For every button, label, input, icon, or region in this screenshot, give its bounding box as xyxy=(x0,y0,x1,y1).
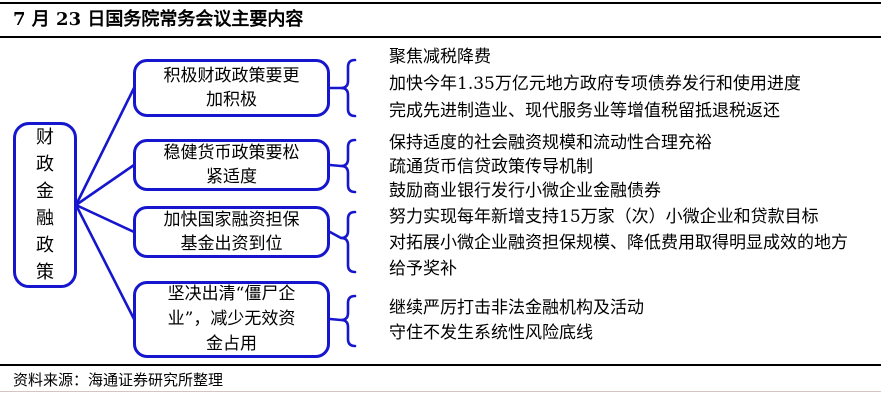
source-note: 资料来源：海通证券研究所整理 xyxy=(13,371,224,389)
branch-label-line: 坚决出清“僵尸企 xyxy=(167,284,296,304)
leaf-group-guarantee: 努力实现每年新增支持15万家（次）小微企业和贷款目标 对拓展小微企业融资担保规模… xyxy=(389,204,857,282)
leaf-item: 鼓励商业银行发行小微企业金融债券 xyxy=(389,181,661,201)
leaf-item: 对拓展小微企业融资担保规模、降低费用取得明显成效的地方给予奖补 xyxy=(389,233,848,279)
root-node: 财政金融政策 xyxy=(13,122,77,288)
leaf-item: 加快今年1.35万亿元地方政府专项债券发行和使用进度 xyxy=(389,74,801,94)
title-underline-rule xyxy=(0,36,881,38)
fan-line-3 xyxy=(74,203,136,234)
figure-title: 7 月 23 日国务院常务会议主要内容 xyxy=(13,9,304,30)
leaf-group-fiscal: 聚焦减税降费 加快今年1.35万亿元地方政府专项债券发行和使用进度 完成先进制造… xyxy=(389,44,881,125)
branch-node-zombie-firms: 坚决出清“僵尸企 业”，减少无效资 金占用 xyxy=(133,281,330,358)
stub-line-2 xyxy=(328,163,343,168)
branch-node-guarantee-fund: 加快国家融资担保 基金出资到位 xyxy=(133,206,330,258)
leaf-item: 疏通货币信贷政策传导机制 xyxy=(389,157,593,177)
branch-label-line: 金占用 xyxy=(206,334,257,354)
fan-line-1 xyxy=(74,86,136,207)
group-brace-icon-1 xyxy=(340,58,357,118)
stub-line-3 xyxy=(328,230,343,240)
leaf-item: 守住不发生系统性风险底线 xyxy=(389,323,593,343)
branch-label-line: 加积极 xyxy=(206,90,257,110)
leaf-item: 继续严厉打击非法金融机构及活动 xyxy=(389,298,644,318)
group-brace-icon-3 xyxy=(340,210,357,274)
stub-line-4 xyxy=(328,317,343,322)
leaf-item: 完成先进制造业、现代服务业等增值税留抵退税返还 xyxy=(389,101,780,121)
branch-label-line: 稳健货币政策要松 xyxy=(163,143,300,163)
leaf-group-risk: 继续严厉打击非法金融机构及活动 守住不发生系统性风险底线 xyxy=(389,296,881,346)
branch-label-line: 业”，减少无效资 xyxy=(167,309,296,329)
leaf-item: 努力实现每年新增支持15万家（次）小微企业和贷款目标 xyxy=(389,207,819,227)
group-brace-icon-4 xyxy=(340,294,357,348)
leaf-item: 聚焦减税降费 xyxy=(389,47,491,67)
branch-label-line: 积极财政政策要更 xyxy=(163,66,300,86)
group-brace-icon-2 xyxy=(340,138,357,194)
branch-node-fiscal-policy: 积极财政政策要更 加积极 xyxy=(133,59,330,117)
top-rule xyxy=(0,2,881,4)
fan-line-2 xyxy=(74,163,136,207)
branch-label-line: 基金出资到位 xyxy=(180,234,283,254)
branch-label-line: 加快国家融资担保 xyxy=(163,210,300,230)
branch-node-monetary-policy: 稳健货币政策要松 紧适度 xyxy=(133,139,330,191)
leaf-item: 保持适度的社会融资规模和流动性合理充裕 xyxy=(389,133,712,153)
branch-label-line: 紧适度 xyxy=(206,167,257,187)
fan-line-4 xyxy=(74,203,136,321)
source-top-rule xyxy=(0,364,881,366)
leaf-group-monetary: 保持适度的社会融资规模和流动性合理充裕 疏通货币信贷政策传导机制 鼓励商业银行发… xyxy=(389,131,881,203)
bottom-rule xyxy=(0,391,881,392)
root-node-label: 财政金融政策 xyxy=(36,127,54,283)
